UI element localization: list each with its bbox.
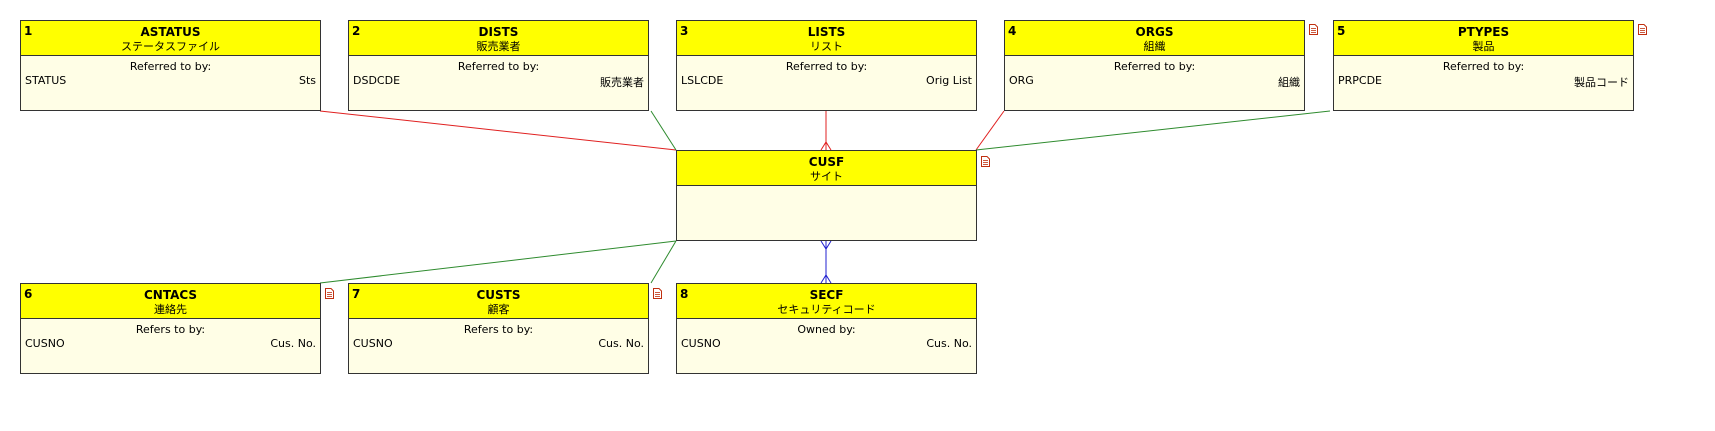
connector-ptypes xyxy=(975,110,1331,151)
connector-astatus xyxy=(319,110,677,151)
relation-label: Referred to by: xyxy=(129,60,212,73)
entity-header: 7 CUSTS 顧客 xyxy=(349,284,648,319)
entity-header: 6 CNTACS 連絡先 xyxy=(21,284,320,319)
key-field: CUSNO xyxy=(25,337,65,350)
key-row: LSLCDE Orig List xyxy=(681,74,972,90)
document-icon[interactable] xyxy=(981,156,990,167)
key-field: CUSNO xyxy=(681,337,721,350)
key-field: CUSNO xyxy=(353,337,393,350)
key-description: Sts xyxy=(298,74,316,87)
entity-lists[interactable]: 3 LISTS リスト Referred to by: LSLCDE Orig … xyxy=(676,20,977,111)
key-description: Orig List xyxy=(926,74,972,87)
key-description: 製品コード xyxy=(1574,76,1629,89)
entity-header: 2 DISTS 販売業者 xyxy=(349,21,648,56)
entity-name: LISTS xyxy=(807,25,846,39)
key-row: CUSNO Cus. No. xyxy=(25,337,316,353)
relation-label: Referred to by: xyxy=(785,60,868,73)
connector-dists xyxy=(650,110,677,151)
entity-label: 販売業者 xyxy=(476,40,521,53)
entity-header: 1 ASTATUS ステータスファイル xyxy=(21,21,320,56)
entity-header: 4 ORGS 組織 xyxy=(1005,21,1304,56)
entity-name: CUSTS xyxy=(476,288,521,302)
key-row: STATUS Sts xyxy=(25,74,316,90)
entity-header: CUSF サイト xyxy=(677,151,976,186)
crowfoot-secf-top xyxy=(820,240,832,250)
entity-label: 組織 xyxy=(1143,40,1166,53)
document-icon[interactable] xyxy=(653,288,662,299)
relation-label: Referred to by: xyxy=(1113,60,1196,73)
entity-name: CNTACS xyxy=(143,288,198,302)
key-description: Cus. No. xyxy=(598,337,644,350)
entity-header: 8 SECF セキュリティコード xyxy=(677,284,976,319)
entity-label: セキュリティコード xyxy=(777,303,876,316)
entity-index: 2 xyxy=(352,24,361,38)
entity-name: SECF xyxy=(809,288,844,302)
entity-secf[interactable]: 8 SECF セキュリティコード Owned by: CUSNO Cus. No… xyxy=(676,283,977,374)
entity-index: 3 xyxy=(680,24,689,38)
entity-index: 4 xyxy=(1008,24,1017,38)
entity-label: ステータスファイル xyxy=(121,40,220,53)
entity-name: CUSF xyxy=(808,155,845,169)
entity-label: 顧客 xyxy=(487,303,510,316)
connector-custs xyxy=(650,240,677,284)
entity-label: 製品 xyxy=(1472,40,1495,53)
entity-index: 5 xyxy=(1337,24,1346,38)
document-icon[interactable] xyxy=(1309,24,1318,35)
document-icon[interactable] xyxy=(1638,24,1647,35)
connector-cntacs xyxy=(319,240,677,284)
crowfoot-lists xyxy=(820,141,832,151)
entity-header: 5 PTYPES 製品 xyxy=(1334,21,1633,56)
key-description: 販売業者 xyxy=(600,76,644,89)
entity-ptypes[interactable]: 5 PTYPES 製品 Referred to by: PRPCDE 製品コード xyxy=(1333,20,1634,111)
entity-name: PTYPES xyxy=(1457,25,1510,39)
entity-name: DISTS xyxy=(478,25,519,39)
crowfoot-secf-bottom xyxy=(820,274,832,284)
entity-index: 6 xyxy=(24,287,33,301)
entity-name: ORGS xyxy=(1135,25,1174,39)
entity-header: 3 LISTS リスト xyxy=(677,21,976,56)
key-row: PRPCDE 製品コード xyxy=(1338,74,1629,90)
key-row: CUSNO Cus. No. xyxy=(681,337,972,353)
key-field: PRPCDE xyxy=(1338,74,1383,87)
relation-label: Refers to by: xyxy=(463,323,534,336)
key-description: Cus. No. xyxy=(926,337,972,350)
entity-index: 8 xyxy=(680,287,689,301)
key-row: DSDCDE 販売業者 xyxy=(353,74,644,90)
key-row: ORG 組織 xyxy=(1009,74,1300,90)
key-field: DSDCDE xyxy=(353,74,401,87)
key-description: Cus. No. xyxy=(270,337,316,350)
entity-astatus[interactable]: 1 ASTATUS ステータスファイル Referred to by: STAT… xyxy=(20,20,321,111)
entity-label: 連絡先 xyxy=(154,303,187,316)
relation-label: Owned by: xyxy=(797,323,856,336)
document-icon[interactable] xyxy=(325,288,334,299)
entity-custs[interactable]: 7 CUSTS 顧客 Refers to by: CUSNO Cus. No. xyxy=(348,283,649,374)
key-field: ORG xyxy=(1009,74,1034,87)
entity-cntacs[interactable]: 6 CNTACS 連絡先 Refers to by: CUSNO Cus. No… xyxy=(20,283,321,374)
key-field: LSLCDE xyxy=(681,74,724,87)
entity-orgs[interactable]: 4 ORGS 組織 Referred to by: ORG 組織 xyxy=(1004,20,1305,111)
entity-cusf[interactable]: CUSF サイト xyxy=(676,150,977,241)
relation-label: Refers to by: xyxy=(135,323,206,336)
key-field: STATUS xyxy=(25,74,67,87)
relation-label: Referred to by: xyxy=(457,60,540,73)
entity-index: 7 xyxy=(352,287,361,301)
connector-orgs xyxy=(975,110,1005,151)
key-description: 組織 xyxy=(1278,76,1300,89)
relation-label: Referred to by: xyxy=(1442,60,1525,73)
entity-name: ASTATUS xyxy=(140,25,201,39)
entity-label: リスト xyxy=(810,40,843,53)
entity-index: 1 xyxy=(24,24,33,38)
entity-dists[interactable]: 2 DISTS 販売業者 Referred to by: DSDCDE 販売業者 xyxy=(348,20,649,111)
key-row: CUSNO Cus. No. xyxy=(353,337,644,353)
entity-label: サイト xyxy=(810,170,843,183)
